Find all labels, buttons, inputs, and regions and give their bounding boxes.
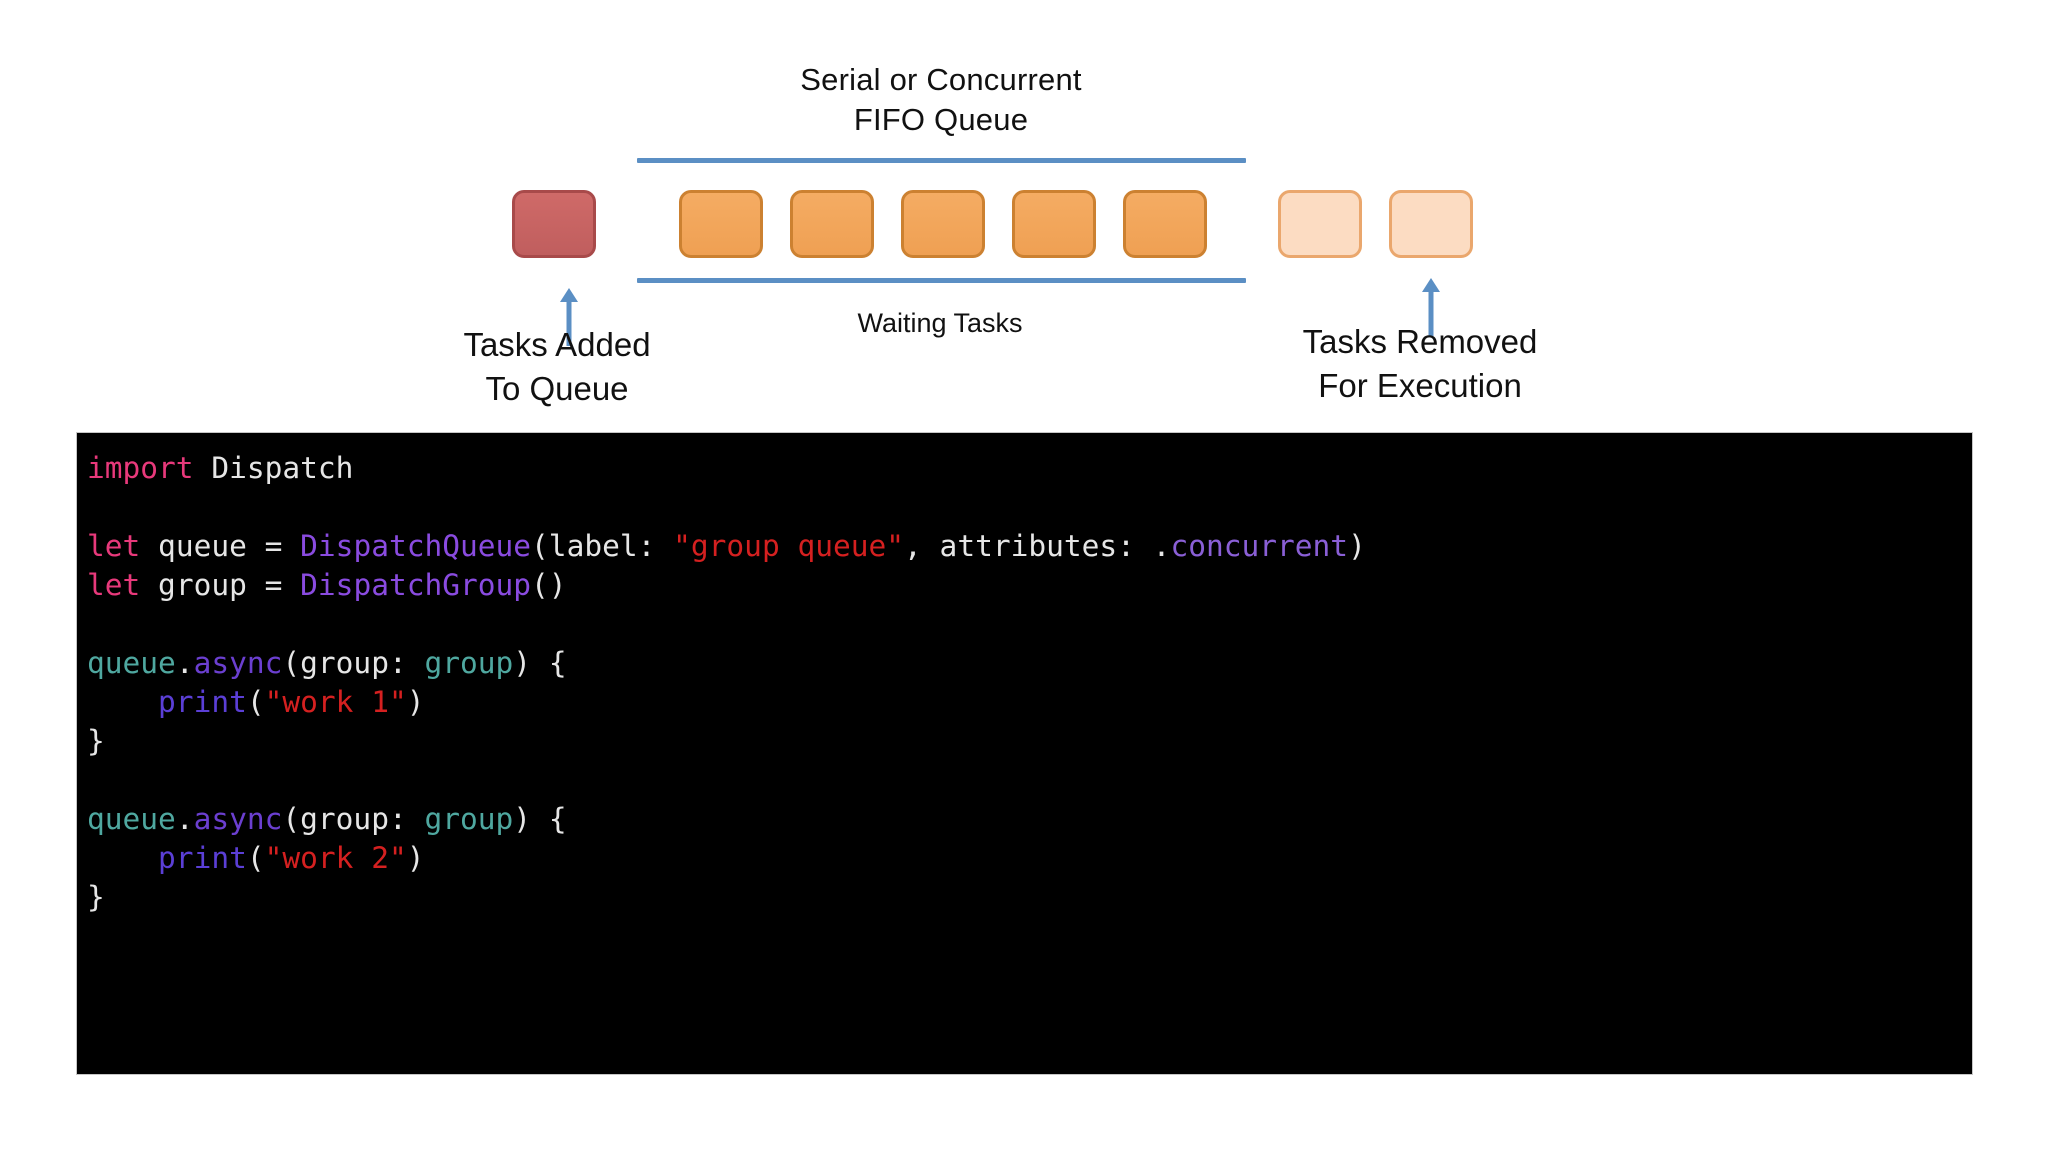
- waiting-task-5: [1123, 190, 1207, 258]
- code-block[interactable]: import Dispatch let queue = DispatchQueu…: [76, 432, 1973, 1075]
- waiting-task-1: [679, 190, 763, 258]
- waiting-tasks-label: Waiting Tasks: [857, 308, 1023, 338]
- removed-task-1: [1278, 190, 1362, 258]
- waiting-task-3: [901, 190, 985, 258]
- waiting-task-2: [790, 190, 874, 258]
- waiting-task-4: [1012, 190, 1096, 258]
- tasks-added-arrow-icon: [556, 288, 582, 346]
- queue-rail-bottom: [637, 278, 1246, 283]
- tasks-added-caption: Tasks Added To Queue: [463, 326, 651, 407]
- tasks-removed-arrow-icon: [1418, 278, 1444, 336]
- task-box-row: [0, 190, 2048, 260]
- queue-diagram: Serial or Concurrent FIFO Queue Waiting …: [0, 0, 2048, 430]
- queue-rail-top: [637, 158, 1246, 163]
- code-content: import Dispatch let queue = DispatchQueu…: [87, 451, 1366, 914]
- queue-title: Serial or Concurrent FIFO Queue: [800, 62, 1082, 137]
- removed-task-2: [1389, 190, 1473, 258]
- tasks-removed-caption: Tasks Removed For Execution: [1302, 323, 1538, 404]
- task-added: [512, 190, 596, 258]
